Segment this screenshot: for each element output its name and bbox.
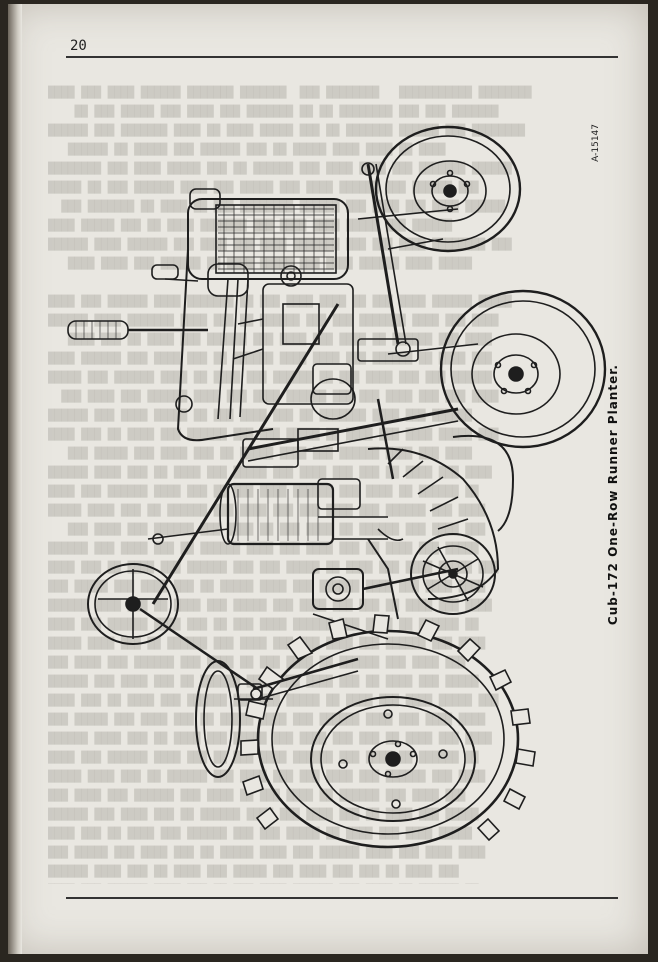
planter-hopper	[219, 478, 388, 546]
bleed-through-texture: ████ ███ ████ ██████ ███████ ███████ ███…	[48, 86, 532, 878]
hitch-bar	[250, 657, 359, 700]
marker-arm	[147, 303, 340, 605]
planter-unit	[312, 528, 459, 640]
gauge-wheel	[410, 533, 496, 615]
middle-rear-wheel	[367, 434, 515, 600]
tractor-planter-illustration	[67, 125, 607, 849]
frame-rails	[242, 398, 459, 480]
figure-id: A-15147	[591, 124, 601, 162]
engine-block	[232, 265, 356, 420]
header-rule	[66, 56, 618, 58]
rear-wheel	[240, 614, 536, 849]
exhaust-stack	[67, 264, 208, 340]
engine-hood	[175, 248, 274, 442]
front-axle	[357, 162, 479, 362]
figure-caption: Cub-172 One-Row Runner Planter.	[606, 364, 620, 626]
front-right-wheel	[374, 125, 522, 253]
front-left-wheel	[439, 289, 607, 449]
steering-wheel	[87, 563, 259, 691]
manual-page: 20 ████ ███ ████ ██████ ███████ ███████ …	[8, 4, 648, 954]
page-number: 20	[70, 38, 87, 54]
footer-rule	[66, 897, 618, 899]
page-spine-shadow	[8, 4, 22, 954]
radiator-grille	[187, 188, 349, 280]
